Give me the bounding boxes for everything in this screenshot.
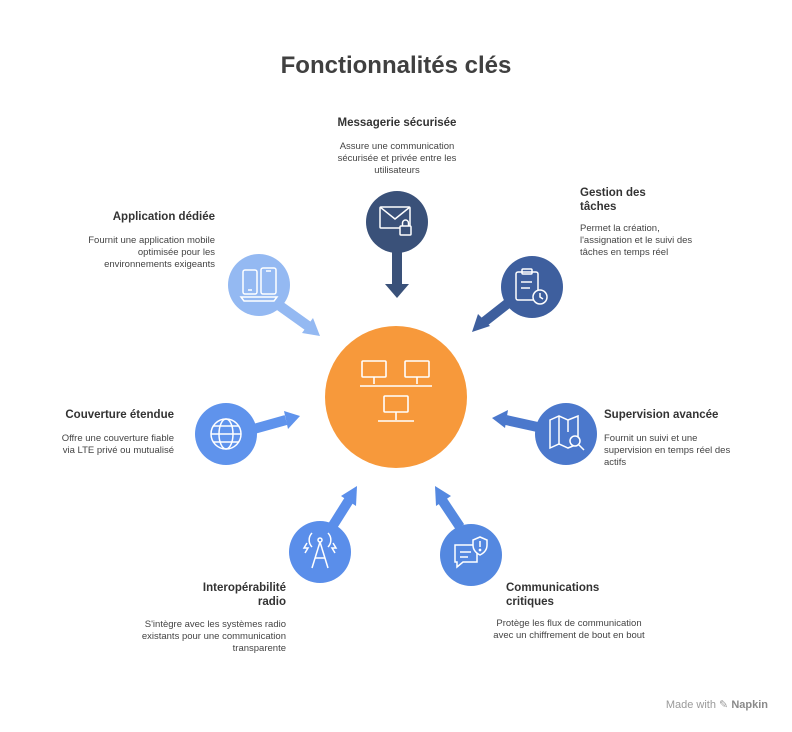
computers-network-icon	[360, 360, 432, 422]
clipboard-clock-icon	[515, 268, 548, 305]
arrow-couverture	[248, 411, 300, 435]
napkin-logo-icon: ✎	[719, 699, 729, 711]
watermark-brand: Napkin	[731, 699, 768, 711]
arrow-gestion	[472, 296, 516, 332]
node-couverture	[195, 403, 257, 465]
arrow-messagerie	[385, 240, 409, 298]
feature-label-interoperabilite: Interopérabilité radio	[202, 582, 286, 608]
watermark-prefix: Made with	[665, 699, 716, 711]
feature-desc-interoperabilite: S'intègre avec les systèmes radio exista…	[141, 619, 286, 654]
watermark[interactable]: Made with ✎ Napkin	[666, 698, 768, 711]
node-interoperabilite	[289, 521, 351, 583]
arrow-supervision	[492, 410, 544, 433]
feature-label-gestion: Gestion des tâches	[580, 187, 646, 213]
node-communications	[440, 524, 502, 586]
devices-icon	[239, 267, 279, 302]
feature-desc-application: Fournit une application mobile optimisée…	[88, 235, 215, 270]
arrow-interoperabilite	[327, 486, 357, 530]
feature-desc-supervision: Fournit un suivi et une supervision en t…	[604, 433, 731, 468]
map-search-icon	[549, 414, 585, 451]
node-messagerie	[366, 191, 428, 253]
node-application	[228, 254, 290, 316]
envelope-lock-icon	[379, 206, 412, 236]
arrow-application	[277, 301, 320, 336]
node-supervision	[535, 403, 597, 465]
chat-shield-icon	[454, 536, 488, 569]
radio-tower-icon	[302, 532, 338, 569]
feature-label-couverture: Couverture étendue	[65, 409, 174, 421]
feature-label-messagerie: Messagerie sécurisée	[337, 117, 457, 129]
feature-desc-communications: Protège les flux de communication avec u…	[493, 618, 645, 641]
globe-icon	[210, 418, 242, 450]
feature-label-communications: Communications critiques	[506, 582, 600, 608]
node-gestion	[501, 256, 563, 318]
center-node	[325, 326, 467, 468]
arrow-communications	[435, 486, 465, 530]
feature-desc-couverture: Offre une couverture fiable via LTE priv…	[61, 433, 174, 456]
page-title: Fonctionnalités clés	[280, 52, 512, 79]
feature-desc-gestion: Permet la création, l'assignation et le …	[580, 223, 693, 258]
feature-desc-messagerie: Assure une communication sécurisée et pr…	[337, 141, 457, 176]
feature-label-application: Application dédiée	[112, 211, 215, 223]
feature-label-supervision: Supervision avancée	[604, 409, 719, 421]
